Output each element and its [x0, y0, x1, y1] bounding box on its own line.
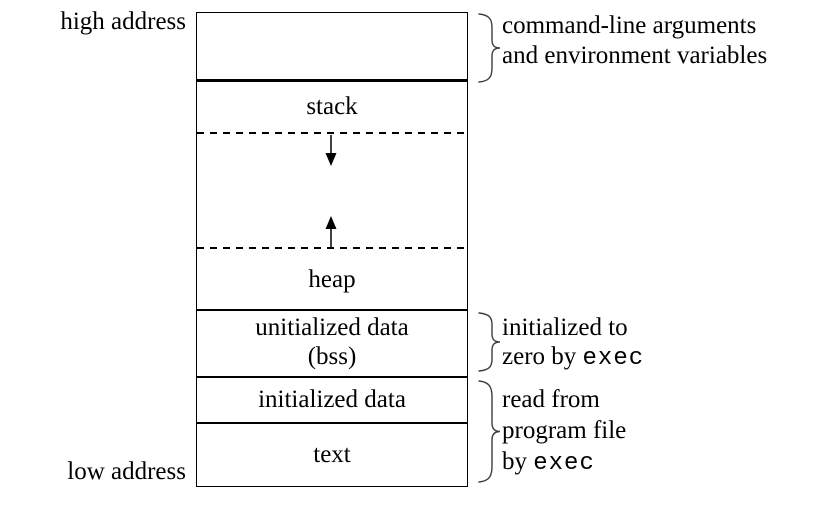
exec-code-text: exec	[582, 345, 645, 372]
segment-label-heap: heap	[308, 266, 356, 293]
divider-args-stack	[197, 79, 467, 82]
annotation-bss: initialized to zero by exec	[502, 313, 644, 373]
annotation-bss-line2: zero by exec	[502, 342, 644, 373]
segment-label-bss-line1: unitialized data	[255, 314, 409, 341]
segment-label-bss: unitialized data (bss)	[197, 313, 467, 371]
high-address-label: high address	[60, 8, 186, 35]
annotation-program-file: read from program file by exec	[502, 384, 626, 479]
segment-label-bss-line2: (bss)	[307, 343, 357, 370]
segment-label-text: text	[313, 441, 351, 468]
segment-label-stack: stack	[306, 93, 358, 120]
exec-code-text: exec	[533, 450, 595, 477]
memory-box: stack heap unitialized data (bss) initia…	[196, 12, 468, 487]
annotation-program-file-line3-prefix: by	[502, 448, 534, 475]
annotation-bss-line2-prefix: zero by	[502, 343, 583, 370]
brace-bss-icon	[478, 312, 501, 372]
annotation-program-file-line2: program file	[502, 417, 627, 444]
brace-file-icon	[478, 380, 501, 483]
divider-bss-data	[197, 376, 467, 378]
arrow-down-icon	[325, 135, 337, 166]
annotation-args-env-line2: and environment variables	[502, 42, 768, 69]
low-address-label: low address	[67, 458, 186, 485]
arrow-up-icon	[325, 216, 337, 247]
brace-top-icon	[478, 13, 501, 83]
dashed-divider-heap-top	[197, 247, 467, 249]
divider-heap-bss	[197, 309, 467, 311]
annotation-bss-line1: initialized to	[502, 314, 628, 341]
annotation-args-env-line1: command-line arguments	[502, 12, 757, 39]
segment-label-initialized-data: initialized data	[258, 386, 406, 413]
annotation-args-env: command-line arguments and environment v…	[502, 11, 767, 71]
dashed-divider-stack-bottom	[197, 132, 467, 134]
divider-data-text	[197, 422, 467, 424]
annotation-program-file-line1: read from	[502, 386, 600, 413]
annotation-program-file-line3: by exec	[502, 446, 626, 479]
